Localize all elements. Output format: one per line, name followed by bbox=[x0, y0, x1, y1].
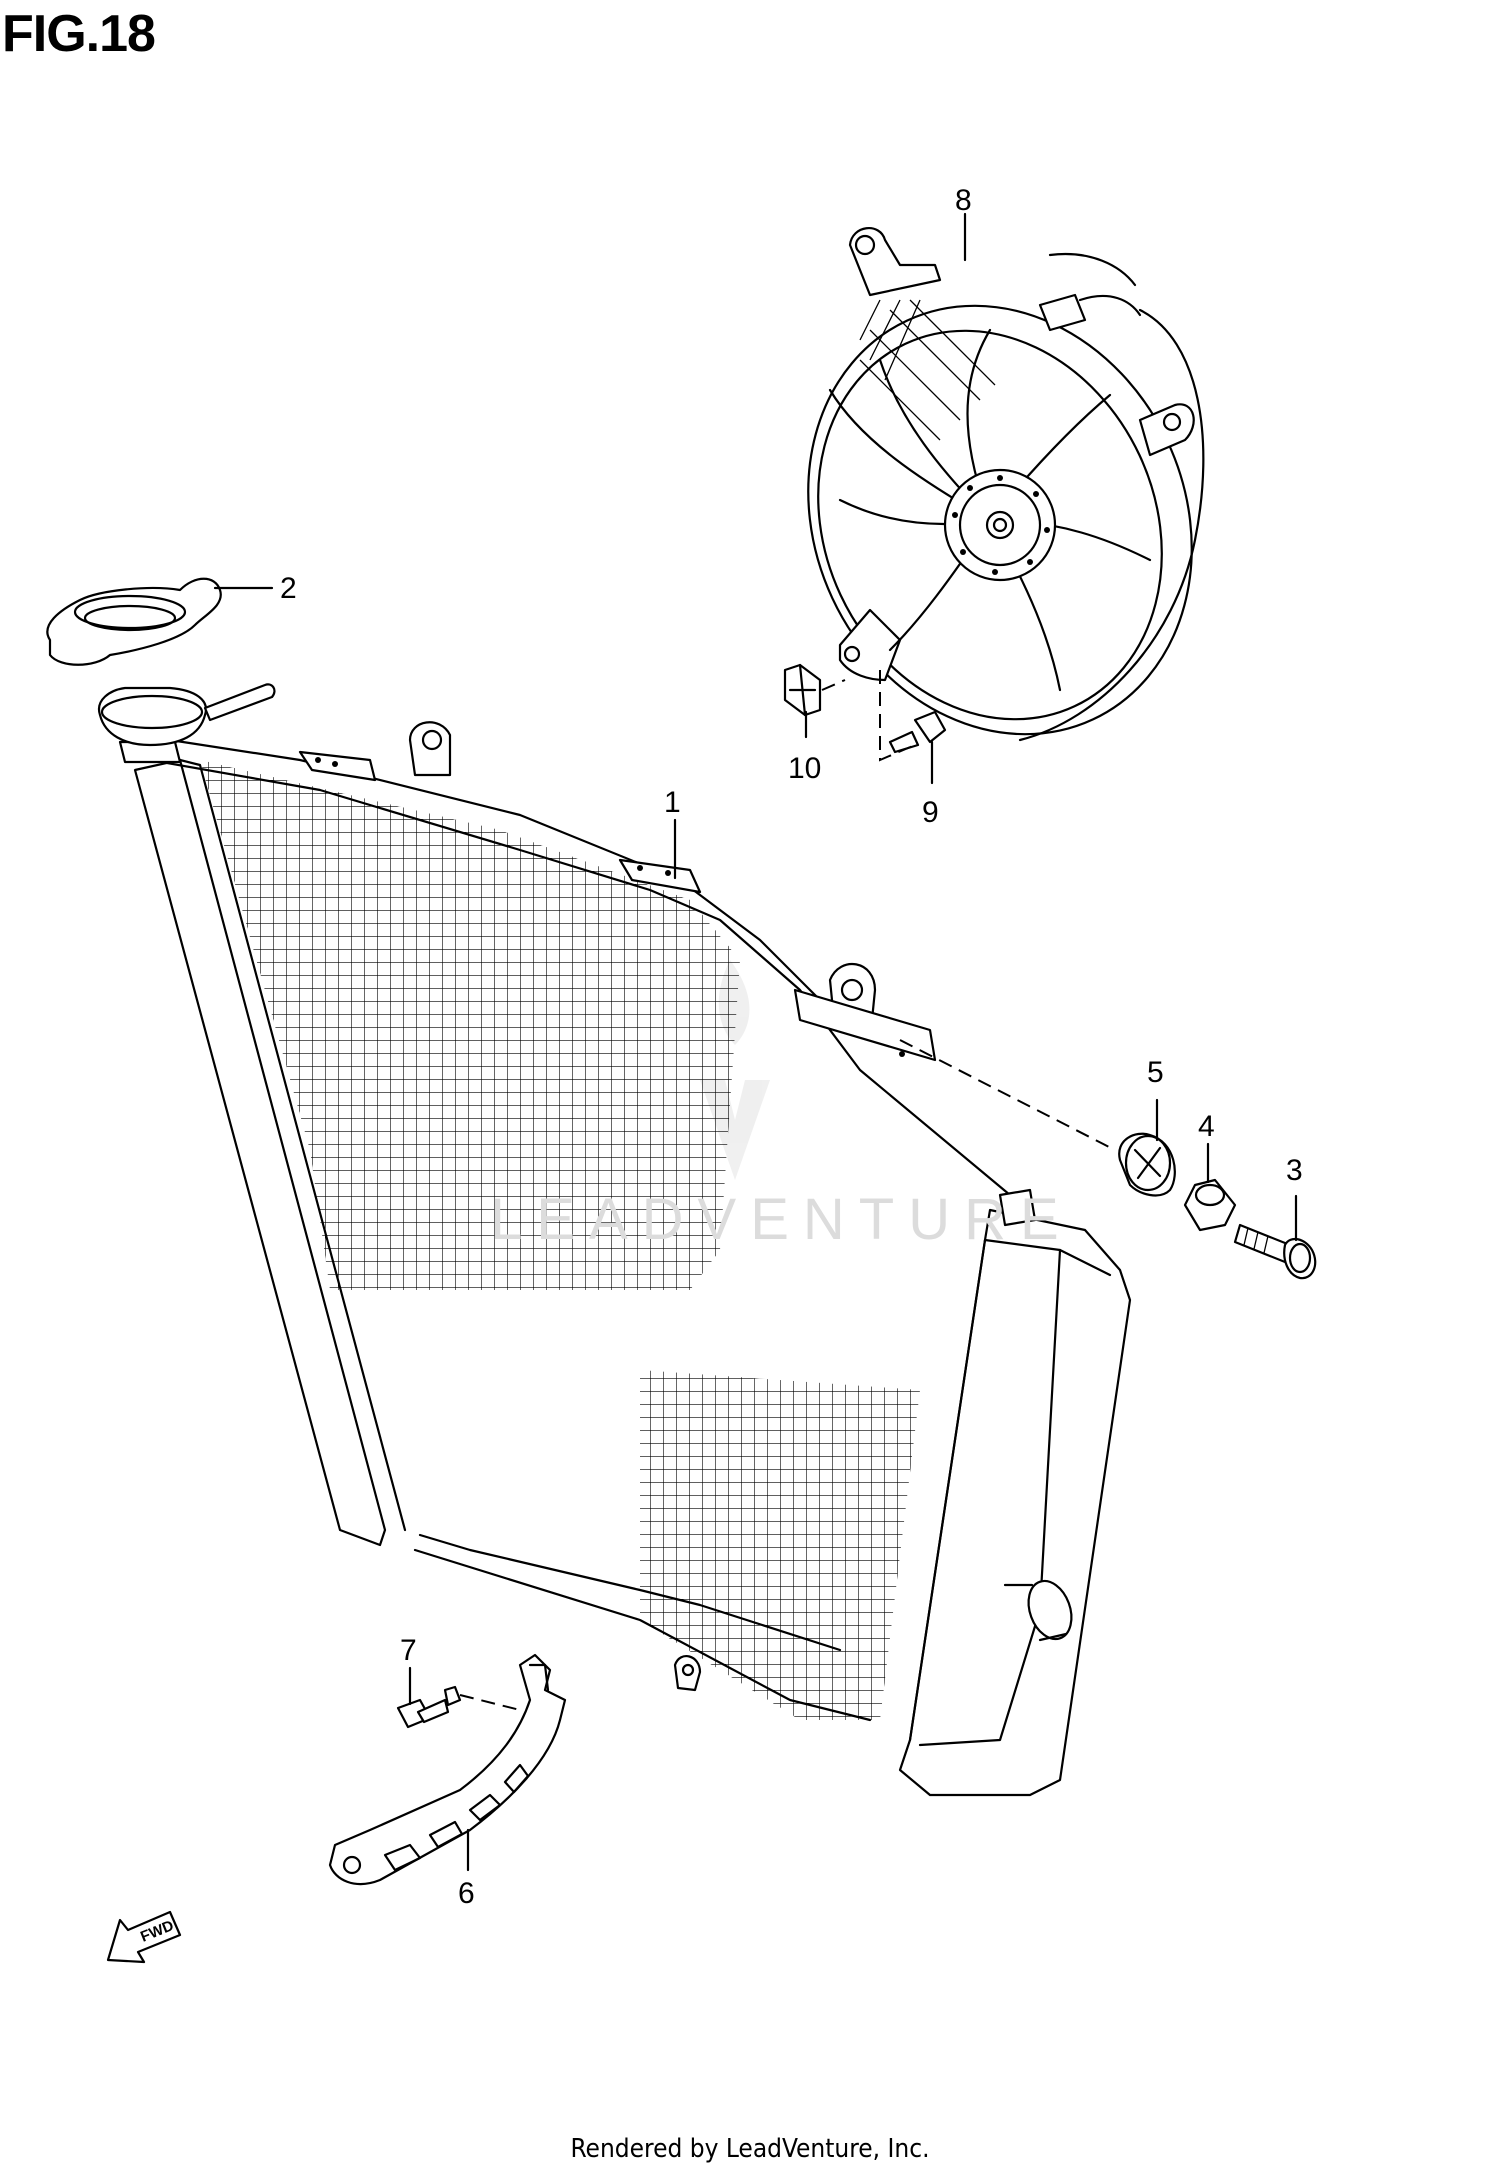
lower-bracket bbox=[328, 1653, 567, 1885]
callout-7: 7 bbox=[400, 1634, 417, 1667]
filler-neck bbox=[97, 683, 276, 747]
callout-5: 5 bbox=[1147, 1056, 1164, 1089]
mount-bolt bbox=[1233, 1223, 1317, 1280]
radiator-body bbox=[118, 721, 1132, 1797]
callout-4: 4 bbox=[1198, 1110, 1215, 1143]
fwd-arrow: FWD bbox=[106, 1910, 182, 1964]
callout-6: 6 bbox=[458, 1877, 475, 1910]
callout-leaders bbox=[213, 212, 1298, 1872]
fan-bolt bbox=[879, 670, 947, 762]
radiator-cap bbox=[46, 577, 222, 666]
callout-1: 1 bbox=[664, 786, 681, 819]
callout-2: 2 bbox=[280, 572, 297, 605]
figure-title: FIG.18 bbox=[2, 5, 156, 63]
watermark-text: LEADVENTURE bbox=[490, 1187, 1073, 1252]
grommet bbox=[899, 1039, 1176, 1197]
collar bbox=[1183, 1178, 1237, 1232]
callout-10: 10 bbox=[788, 752, 821, 785]
callout-3: 3 bbox=[1286, 1154, 1303, 1187]
callout-8: 8 bbox=[955, 184, 972, 217]
bracket-bolt bbox=[396, 1685, 521, 1729]
callout-9: 9 bbox=[922, 796, 939, 829]
footer-credit: Rendered by LeadVenture, Inc. bbox=[570, 2134, 930, 2164]
clip-nut bbox=[783, 663, 846, 717]
cooling-fan-assembly bbox=[807, 227, 1205, 742]
